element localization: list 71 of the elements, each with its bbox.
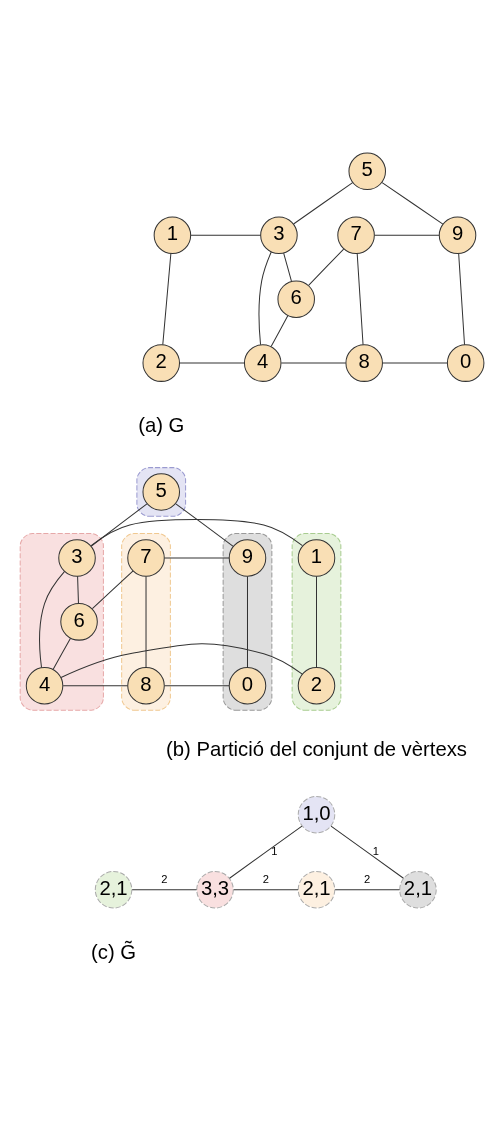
connector (330, 825, 404, 879)
node-circle: 2 (142, 343, 180, 382)
connector (381, 181, 444, 225)
connector (91, 569, 134, 609)
node-circle: 5 (348, 152, 386, 190)
connector (382, 362, 448, 364)
connector (175, 502, 234, 547)
edge-label: 2 (161, 872, 168, 885)
node-circle: 2,1 (297, 870, 336, 908)
node-circle: 7 (127, 538, 165, 577)
node-circle: 9 (228, 538, 267, 577)
edge-label: 1 (271, 844, 278, 857)
node-circle: 8 (345, 343, 383, 382)
node-circle: 3,3 (196, 870, 234, 908)
connector (164, 556, 230, 558)
node-circle: 2,1 (399, 870, 437, 908)
edge-label: 1 (372, 844, 379, 857)
connector (293, 181, 354, 224)
connector (90, 518, 303, 546)
connector (60, 642, 303, 678)
cluster (222, 532, 273, 711)
connector (62, 684, 129, 686)
node-circle: 3 (58, 538, 96, 577)
cluster (291, 532, 342, 711)
node-circle: 0 (446, 343, 485, 382)
node-circle: 0 (228, 666, 267, 705)
connector (164, 684, 230, 686)
node-circle: 3 (260, 216, 298, 254)
cluster (121, 532, 171, 711)
connector (77, 575, 79, 604)
node-circle: 6 (277, 279, 315, 318)
connector (52, 637, 72, 670)
connector (283, 252, 292, 282)
node-circle: 6 (60, 602, 98, 641)
connector (308, 248, 345, 286)
connector (374, 234, 440, 236)
node-circle: 1 (297, 538, 336, 577)
connector (258, 250, 272, 345)
edge-label: 2 (364, 872, 371, 885)
connector (280, 362, 347, 364)
label: (a) G (138, 413, 185, 436)
connector (131, 888, 198, 890)
node-circle: 7 (337, 216, 375, 254)
node-circle: 8 (127, 666, 165, 705)
connector (229, 825, 303, 879)
connector (458, 252, 466, 345)
node-circle: 2,1 (94, 870, 133, 908)
connector (162, 252, 172, 345)
connector (270, 314, 289, 347)
node-circle: 9 (438, 216, 477, 254)
connector (247, 575, 248, 668)
label: (b) Partició del conjunt de vèrtexs (166, 737, 467, 760)
connector (316, 575, 317, 668)
connector (233, 888, 299, 890)
node-circle: 2 (297, 666, 336, 705)
node-circle: 5 (142, 472, 180, 511)
label: (c) G̃ (91, 940, 137, 963)
node-circle: 4 (25, 666, 64, 705)
connector (334, 888, 400, 890)
connector (190, 234, 262, 236)
node-circle: 1 (153, 216, 192, 254)
connector (39, 570, 66, 668)
node-circle: 4 (243, 343, 282, 382)
edge-label: 2 (262, 872, 269, 885)
connector (90, 502, 148, 547)
connector (356, 252, 364, 345)
connector (179, 362, 245, 364)
node-circle: 1,0 (297, 795, 336, 833)
cluster (136, 466, 187, 517)
cluster (19, 532, 104, 711)
connector (145, 575, 147, 668)
